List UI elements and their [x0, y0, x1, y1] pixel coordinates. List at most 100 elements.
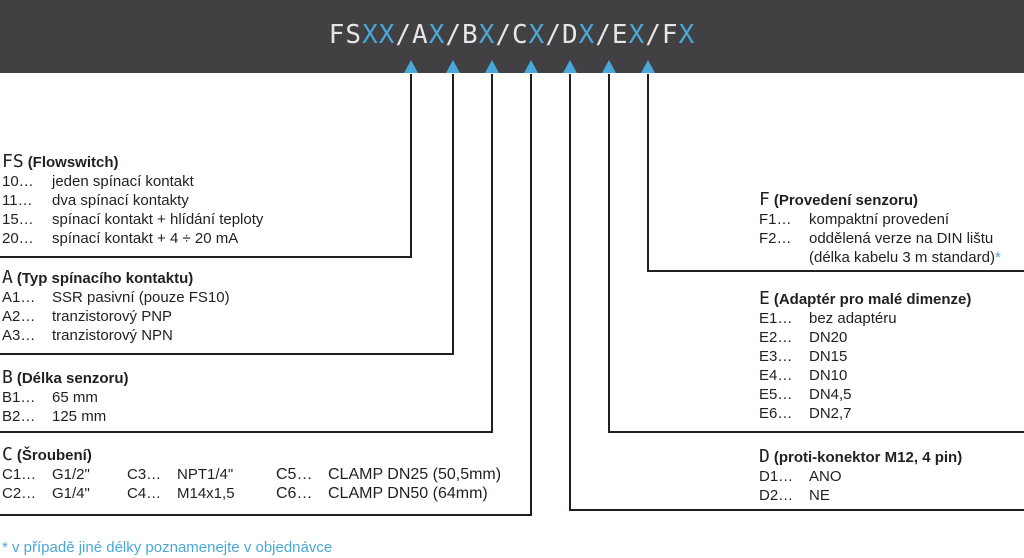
- item-code: F1…: [759, 211, 792, 228]
- code-e-var: X: [628, 20, 646, 50]
- list-item: E6…DN2,7: [759, 404, 971, 423]
- list-item: B1…65 mm: [2, 388, 129, 407]
- item-code: F2…: [759, 230, 792, 247]
- footnote-marker: *: [994, 249, 1001, 266]
- item-desc: G1/4": [52, 485, 90, 502]
- section-name: (Délka senzoru): [16, 370, 129, 387]
- item-desc: ANO: [809, 468, 842, 485]
- item-desc: SSR pasivní (pouze FS10): [52, 289, 230, 306]
- item-code: E1…: [759, 310, 793, 327]
- item-code: E2…: [759, 329, 793, 346]
- connector-f: [647, 74, 1024, 272]
- item-code: 15…: [2, 211, 34, 228]
- item-code: E4…: [759, 367, 793, 384]
- section-name: (Flowswitch): [27, 154, 119, 171]
- item-code: C3…: [127, 466, 162, 483]
- section-letter: E: [759, 288, 770, 309]
- item-desc: DN4,5: [809, 386, 852, 403]
- list-item: 10…jeden spínací kontakt: [2, 172, 194, 191]
- section-f-title: F(Provedení senzoru): [759, 190, 918, 210]
- code-a-fixed: /A: [395, 20, 429, 50]
- list-row: C1… G1/2" C3… NPT1/4" C5… CLAMP DN25 (50…: [2, 465, 532, 484]
- section-name: (Adaptér pro malé dimenze): [773, 291, 972, 308]
- code-c-fixed: /C: [495, 20, 529, 50]
- section-name: (Provedení senzoru): [773, 192, 919, 209]
- section-letter: A: [2, 267, 13, 288]
- list-item: D2… NE: [759, 486, 962, 505]
- item-desc: DN20: [809, 329, 848, 346]
- item-desc: DN15: [809, 348, 848, 365]
- item-code: E6…: [759, 405, 793, 422]
- connector-c: [0, 74, 532, 516]
- list-item: (délka kabelu 3 m standard)*: [759, 248, 1001, 267]
- item-code: D1…: [759, 468, 794, 485]
- connector-b: [0, 74, 493, 433]
- code-d-var: X: [578, 20, 596, 50]
- item-desc: G1/2": [52, 466, 90, 483]
- item-desc: CLAMP DN25 (50,5mm): [328, 466, 502, 483]
- list-item: E5… DN4,5: [759, 385, 971, 404]
- section-name: (Šroubení): [16, 447, 92, 464]
- code-f-var: X: [678, 20, 696, 50]
- item-desc: tranzistorový NPN: [52, 327, 173, 344]
- arrow-b: [485, 60, 499, 73]
- section-letter: C: [2, 444, 13, 465]
- item-code: D2…: [759, 487, 794, 504]
- connector-d: [569, 74, 1024, 511]
- list-item: 15… spínací kontakt + hlídání teploty: [2, 210, 263, 229]
- section-a-title: A(Typ spínacího kontaktu): [2, 268, 193, 288]
- item-code: C5…: [276, 466, 313, 483]
- list-item: D1… ANO: [759, 467, 962, 486]
- section-letter: FS: [2, 151, 24, 172]
- list-item: 20… spínací kontakt + 4 ÷ 20 mA: [2, 229, 238, 248]
- item-code: A1…: [2, 289, 36, 306]
- list-row: C2… G1/4" C4… M14x1,5 C6… CLAMP DN50 (64…: [2, 484, 532, 503]
- item-code: C6…: [276, 485, 313, 502]
- list-item: A2… tranzistorový PNP: [2, 307, 193, 326]
- list-item: A1… SSR pasivní (pouze FS10): [2, 288, 230, 307]
- list-item: E4…DN10: [759, 366, 971, 385]
- item-desc: oddělená verze na DIN lištu: [809, 230, 994, 247]
- list-item: A3…tranzistorový NPN: [2, 326, 193, 345]
- item-desc: NE: [809, 487, 830, 504]
- arrow-fs: [404, 60, 418, 73]
- item-desc: dva spínací kontakty: [52, 192, 189, 209]
- code-fs-fixed: FS: [328, 20, 363, 50]
- section-fs-title: FS(Flowswitch): [2, 152, 119, 172]
- item-code: E3…: [759, 348, 793, 365]
- section-d: D(proti-konektor M12, 4 pin) D1…ANO D2…N…: [759, 447, 962, 505]
- item-code: 20…: [2, 230, 34, 247]
- item-code: A2…: [2, 308, 36, 325]
- item-code: C2…: [2, 485, 37, 502]
- item-desc: tranzistorový PNP: [52, 308, 173, 325]
- arrow-f: [641, 60, 655, 73]
- item-desc: bez adaptéru: [809, 310, 897, 327]
- section-a: A(Typ spínacího kontaktu) A1… SSR pasivní…: [2, 268, 230, 345]
- section-name: (Typ spínacího kontaktu): [16, 270, 194, 287]
- connector-fs: [0, 74, 412, 258]
- item-code: E5…: [759, 386, 793, 403]
- section-letter: D: [759, 446, 770, 467]
- arrow-a: [446, 60, 460, 73]
- list-item: E1… bez adaptéru: [759, 309, 971, 328]
- item-desc: CLAMP DN50 (64mm): [328, 485, 488, 502]
- item-code: B1…: [2, 389, 36, 406]
- section-b: B(Délka senzoru) B1…65 mm B2…125 mm: [2, 368, 129, 426]
- code-e-fixed: /E: [595, 20, 629, 50]
- section-e-title: E(Adaptér pro malé dimenze): [759, 289, 971, 309]
- section-f: F(Provedení senzoru) F1… kompaktní proved…: [759, 190, 1001, 267]
- section-fs: FS(Flowswitch) 10…jeden spínací kontakt …: [2, 152, 263, 248]
- list-item: F1… kompaktní provedení: [759, 210, 949, 229]
- item-desc: spínací kontakt + 4 ÷ 20 mA: [52, 230, 239, 247]
- code-fs-var: XX: [362, 20, 396, 50]
- section-letter: F: [759, 189, 770, 210]
- section-c-title: C(Šroubení): [2, 445, 532, 465]
- item-desc-text: (délka kabelu 3 m standard): [809, 249, 995, 266]
- item-desc: spínací kontakt + hlídání teploty: [52, 211, 264, 228]
- item-desc: kompaktní provedení: [809, 211, 950, 228]
- list-item: 11…dva spínací kontakty: [2, 191, 189, 210]
- connector-e: [608, 74, 1024, 433]
- code-b-var: X: [478, 20, 496, 50]
- section-c: C(Šroubení) C1… G1/2" C3… NPT1/4" C5… CL…: [2, 445, 532, 503]
- code-c-var: X: [528, 20, 546, 50]
